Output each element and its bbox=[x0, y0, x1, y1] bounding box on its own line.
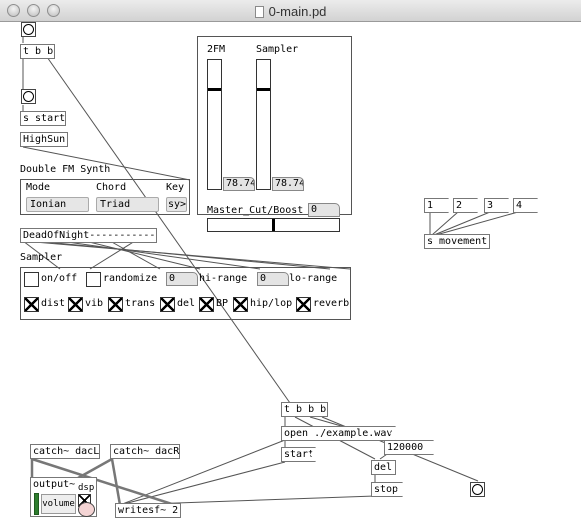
fx-bp-toggle[interactable] bbox=[199, 297, 214, 312]
lo-range-number[interactable]: 0 bbox=[257, 272, 289, 286]
output-meter bbox=[34, 493, 39, 515]
chord-dropdown[interactable]: Triad bbox=[96, 197, 159, 212]
catch-left-object[interactable]: catch~ dacL bbox=[30, 444, 100, 459]
mixer-2fm-label: 2FM bbox=[207, 44, 226, 55]
hi-range-number[interactable]: 0 bbox=[166, 272, 198, 286]
highsun-object[interactable]: HighSun bbox=[20, 132, 68, 147]
fader-sampler-number[interactable]: 78.74 bbox=[272, 177, 304, 191]
mixer-panel bbox=[197, 36, 352, 215]
zoom-window-button[interactable] bbox=[47, 4, 60, 17]
mixer-sampler-label: Sampler bbox=[256, 44, 299, 55]
fx-reverb-label: reverb bbox=[313, 298, 350, 309]
mute-indicator[interactable] bbox=[78, 502, 95, 517]
minimize-window-button[interactable] bbox=[27, 4, 40, 17]
window-title: 0-main.pd bbox=[0, 4, 581, 19]
fx-del-label: del bbox=[177, 298, 196, 309]
fx-dist-toggle[interactable] bbox=[24, 297, 39, 312]
sampler-onoff-toggle[interactable] bbox=[24, 272, 39, 287]
master-slider[interactable] bbox=[207, 218, 340, 232]
trigger-object-bottom[interactable]: t b b b bbox=[281, 402, 328, 417]
fx-dist-label: dist bbox=[41, 298, 66, 309]
mode-dropdown[interactable]: Ionian bbox=[26, 197, 89, 212]
fader-sampler[interactable] bbox=[256, 59, 271, 190]
fx-reverb-toggle[interactable] bbox=[296, 297, 311, 312]
hi-range-label: hi-range bbox=[199, 273, 248, 284]
fader-2fm-number[interactable]: 78.74 bbox=[223, 177, 255, 191]
window-titlebar: 0-main.pd bbox=[0, 0, 581, 22]
sampler-title: Sampler bbox=[20, 252, 63, 263]
fx-del-toggle[interactable] bbox=[160, 297, 175, 312]
fx-hiplop-toggle[interactable] bbox=[233, 297, 248, 312]
master-number[interactable]: 0 bbox=[308, 203, 340, 217]
open-file-message[interactable]: open ./example.wav bbox=[281, 426, 396, 441]
send-movement-object[interactable]: s movement bbox=[424, 234, 490, 249]
randomize-label: randomize bbox=[103, 273, 158, 284]
sampler-panel bbox=[20, 267, 351, 320]
start-message[interactable]: start bbox=[281, 447, 316, 462]
mode-label: Mode bbox=[26, 182, 51, 193]
fx-hiplop-label: hip/lop bbox=[250, 298, 293, 309]
key-label: Key bbox=[166, 182, 185, 193]
fx-trans-label: trans bbox=[125, 298, 156, 309]
fx-bp-label: BP bbox=[216, 298, 229, 309]
dsp-label: dsp bbox=[78, 483, 95, 493]
randomize-toggle[interactable] bbox=[86, 272, 101, 287]
window-title-text: 0-main.pd bbox=[268, 4, 327, 19]
lo-range-label: lo-range bbox=[289, 273, 338, 284]
catch-right-object[interactable]: catch~ dacR bbox=[110, 444, 180, 459]
onoff-label: on/off bbox=[41, 273, 78, 284]
output-object[interactable]: output~ dsp volume bbox=[30, 477, 97, 517]
chord-label: Chord bbox=[96, 182, 127, 193]
master-label: Master_Cut/Boost bbox=[207, 205, 304, 216]
start-bang[interactable] bbox=[21, 89, 36, 104]
fx-vib-label: vib bbox=[85, 298, 104, 309]
fx-vib-toggle[interactable] bbox=[68, 297, 83, 312]
done-bang[interactable] bbox=[470, 482, 485, 497]
fm-synth-panel bbox=[20, 179, 190, 215]
fader-2fm[interactable] bbox=[207, 59, 222, 190]
trigger-object-top[interactable]: t b b bbox=[20, 44, 55, 59]
writesf-object[interactable]: writesf~ 2 bbox=[115, 503, 181, 518]
deadofnight-object[interactable]: DeadOfNight----------- bbox=[20, 228, 157, 243]
volume-control[interactable]: volume bbox=[41, 494, 76, 514]
document-icon bbox=[254, 6, 264, 18]
close-window-button[interactable] bbox=[7, 4, 20, 17]
fx-trans-toggle[interactable] bbox=[108, 297, 123, 312]
output-object-label: output~ bbox=[33, 479, 76, 490]
patch-canvas[interactable]: t b b s start HighSun Double FM Synth Mo… bbox=[0, 22, 581, 530]
fm-synth-title: Double FM Synth bbox=[20, 164, 111, 175]
movement-msg-4[interactable]: 4 bbox=[513, 198, 538, 213]
duration-message[interactable]: 120000 bbox=[384, 440, 434, 455]
top-bang[interactable] bbox=[21, 22, 36, 37]
key-dropdown[interactable]: sy> bbox=[166, 197, 187, 212]
send-start-object[interactable]: s start bbox=[20, 111, 66, 126]
delay-object[interactable]: del bbox=[371, 460, 396, 475]
